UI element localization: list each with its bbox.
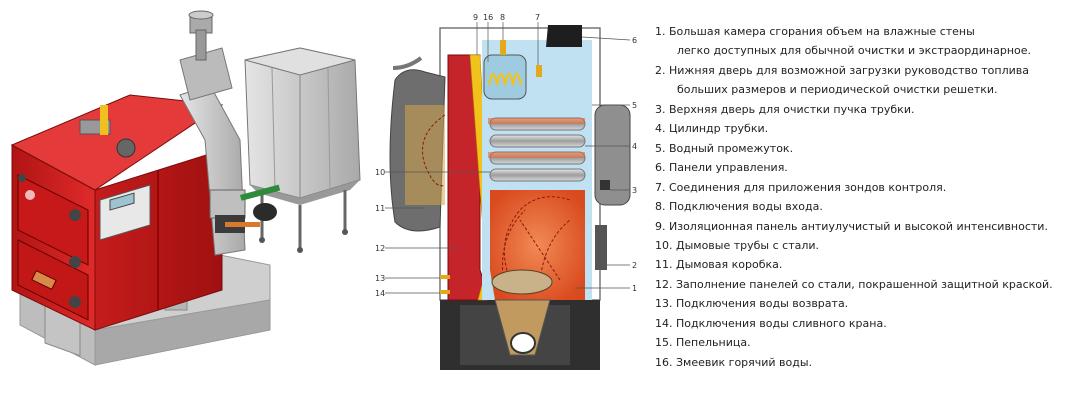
legend-item-number: 2. [655, 63, 666, 77]
legend-item-text: Верхняя дверь для очистки пучка трубки. [669, 102, 915, 116]
legend-item-text: Соединения для приложения зондов контрол… [669, 180, 947, 194]
legend-item-number: 8. [655, 200, 666, 214]
legend-item: 6. Панели управления. [655, 158, 1065, 177]
tube-bundle [488, 117, 586, 182]
legend-item-text: Змеевик горячий воды. [676, 355, 813, 369]
callout-6: 6 [632, 36, 637, 45]
legend-item-text: Подключения воды сливного крана. [676, 316, 887, 330]
legend-item-number: 13. [655, 297, 673, 311]
brand-logo [25, 190, 35, 200]
pellet-hopper [244, 47, 361, 253]
legend-item-number: 10. [655, 238, 673, 252]
legend-item-number: 11. [655, 258, 673, 272]
legend-item-text: легко доступных для обычной очистки и эк… [677, 44, 1032, 58]
legend-item: 14. Подключения воды сливного крана. [655, 314, 1065, 333]
callout-5: 5 [632, 101, 637, 110]
callout-3: 3 [632, 186, 637, 195]
boiler-top [10, 94, 224, 191]
control-panel [99, 184, 151, 241]
legend-item: 15. Пепельница. [655, 333, 1065, 352]
legend-item: 5. Водный промежуток. [655, 139, 1065, 158]
legend-item: 8. Подключения воды входа. [655, 197, 1065, 216]
upper-door [17, 174, 89, 266]
callout-1: 1 [632, 284, 637, 293]
legend-item-text: Дымовые трубы с стали. [676, 238, 820, 252]
burner-unit [209, 189, 246, 219]
callout-14: 14 [375, 289, 385, 298]
legend-item-text: Заполнение панелей со стали, покрашенной… [676, 277, 1053, 291]
legend-item: 12. Заполнение панелей со стали, покраше… [655, 275, 1065, 294]
legend-item-text: больших размеров и периодической очистки… [677, 83, 998, 97]
legend-item-number: 6. [655, 161, 666, 175]
legend-item: 7. Соединения для приложения зондов конт… [655, 178, 1065, 197]
legend-item-number: 5. [655, 141, 666, 155]
callout-16: 16 [483, 13, 493, 22]
legend-item: 13. Подключения воды возврата. [655, 294, 1065, 313]
legend-item-text: Панели управления. [669, 161, 788, 175]
legend-item-text: Подключения воды входа. [669, 200, 823, 214]
callout-12: 12 [375, 244, 385, 253]
legend-item-number: 9. [655, 219, 666, 233]
boiler-illustration: 9 16 8 7 6 5 4 3 2 1 10 11 12 13 14 [10, 10, 637, 370]
legend-item-number: 12. [655, 277, 673, 291]
section-control-panel [546, 25, 582, 47]
callout-4: 4 [632, 142, 637, 151]
legend-item-number: 1. [655, 25, 666, 38]
lower-loading-door [595, 225, 607, 270]
legend-item-text: Изоляционная панель антиулучистый и высо… [669, 219, 1048, 233]
legend-item-number: 4. [655, 122, 666, 136]
callout-11: 11 [375, 204, 385, 213]
callout-8: 8 [500, 13, 505, 22]
door-window [31, 270, 57, 290]
legend-item-number: 16. [655, 355, 673, 369]
legend-item: 10. Дымовые трубы с стали. [655, 236, 1065, 255]
legend-item-number: 14. [655, 316, 673, 330]
boiler-3d-view [10, 10, 361, 366]
callout-9: 9 [473, 13, 478, 22]
callout-13: 13 [375, 274, 385, 283]
legend-item: 4. Цилиндр трубки. [655, 119, 1065, 138]
callout-7: 7 [535, 13, 540, 22]
legend-item-text: Дымовая коробка. [676, 258, 783, 272]
legend-item: 9. Изоляционная панель антиулучистый и в… [655, 217, 1065, 236]
callout-2: 2 [632, 261, 637, 270]
legend-item: 2. Нижняя дверь для возможной загрузки р… [655, 61, 1065, 80]
legend-item-number: 15. [655, 336, 673, 350]
legend-item-text: Цилиндр трубки. [669, 122, 769, 136]
legend-item-text: Подключения воды возврата. [676, 297, 849, 311]
legend-item-continuation: легко доступных для обычной очистки и эк… [655, 41, 1065, 60]
legend-item: 1. Большая камера сгорания объем на влаж… [655, 22, 1065, 41]
legend-item: 11. Дымовая коробка. [655, 255, 1065, 274]
grate [491, 269, 553, 295]
smoke-box [389, 69, 446, 232]
legend-item-number: 3. [655, 102, 666, 116]
legend-item-text: Нижняя дверь для возможной загрузки руко… [669, 63, 1029, 77]
legend-item-text: Водный промежуток. [669, 141, 794, 155]
legend-list: 1. Большая камера сгорания объем на влаж… [655, 22, 1065, 372]
boiler-cross-section: 9 16 8 7 6 5 4 3 2 1 10 11 12 13 14 [375, 13, 637, 370]
legend-item-text: Пепельница. [676, 336, 751, 350]
legend-item-text: Большая камера сгорания объем на влажные… [669, 25, 975, 38]
legend-item-number: 7. [655, 180, 666, 194]
legend-item: 16. Змеевик горячий воды. [655, 353, 1065, 372]
legend-item-continuation: больших размеров и периодической очистки… [655, 80, 1065, 99]
ashpan [494, 299, 551, 356]
callout-10: 10 [375, 168, 385, 177]
legend-item: 3. Верхняя дверь для очистки пучка трубк… [655, 100, 1065, 119]
